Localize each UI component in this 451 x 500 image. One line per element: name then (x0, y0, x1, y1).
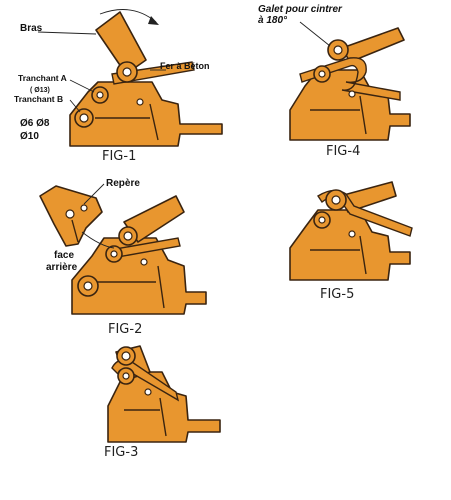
label-galet-line-2: à 180° (258, 15, 288, 26)
figure-4 (289, 21, 411, 141)
label-diameter-13: ( Ø13) (30, 87, 50, 94)
label-repere: Repère (106, 178, 140, 189)
label-diameter-6-8: Ø6 Ø8 (20, 118, 50, 129)
label-diameter-10: Ø10 (20, 131, 39, 142)
label-galet-line-1: Galet pour cintrer (258, 4, 343, 15)
figure-3-caption: FIG-3 (104, 445, 138, 460)
label-tranchant-a: Tranchant A (18, 73, 67, 83)
label-fer-a-beton: Fer à Béton (160, 61, 210, 71)
label-arriere: arrière (46, 262, 78, 273)
label-bras: Bras (20, 23, 43, 34)
figure-2-caption: FIG-2 (108, 322, 142, 337)
label-face: face (54, 250, 74, 261)
figure-4-caption: FIG-4 (326, 144, 360, 159)
label-tranchant-b: Tranchant B (14, 94, 63, 104)
figure-1-caption: FIG-1 (102, 149, 136, 164)
figure-3 (107, 345, 221, 443)
figure-2 (39, 183, 207, 315)
figure-5 (289, 181, 413, 281)
figure-5-caption: FIG-5 (320, 287, 354, 302)
figure-1 (37, 9, 223, 147)
